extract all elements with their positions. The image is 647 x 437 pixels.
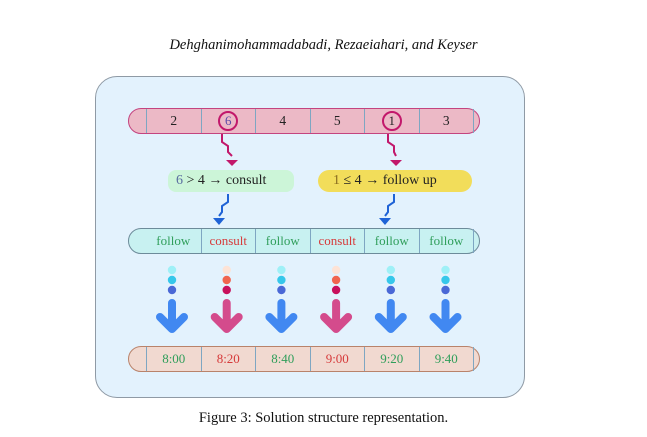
strip-right-cap [473, 229, 491, 253]
down-arrow-icon-follow [265, 265, 298, 333]
action-strip: follow consult follow consult follow fol… [128, 228, 480, 254]
arrow-shaft [320, 299, 353, 333]
rule-consult-box: 6 > 4 → consult [168, 170, 294, 192]
arrow-dot [222, 285, 231, 295]
time-value: 9:00 [325, 351, 349, 366]
order-value: 4 [279, 113, 287, 128]
arrow-dot [222, 265, 231, 275]
patient-order-strip: 2 6 4 5 1 3 [128, 108, 480, 134]
arrow-dot [277, 285, 286, 295]
highlight-circle: 6 [218, 111, 239, 131]
arrow-dot [277, 275, 286, 285]
strip-right-cap [473, 347, 491, 371]
time-value: 9:20 [380, 351, 404, 366]
action-cell: follow [418, 229, 474, 253]
triangle-down-icon [226, 160, 238, 166]
highlight-circle: 1 [381, 111, 402, 131]
strip-right-cap [473, 109, 491, 133]
arrow-dot [167, 265, 177, 275]
arrow-dot [167, 275, 177, 285]
arrow-dot [441, 265, 450, 275]
order-cell: 4 [255, 109, 310, 133]
arrow-dot [331, 265, 341, 275]
action-cell: follow [146, 229, 201, 253]
zigzag-connector-blue-2 [379, 194, 395, 225]
time-value: 8:20 [216, 351, 240, 366]
time-cell: 9:20 [364, 347, 419, 371]
arrow-dot [331, 285, 341, 295]
triangle-down-icon [390, 160, 402, 166]
arrow-shaft [210, 299, 243, 333]
rule-follow-up-box: 1 ≤ 4 → follow up [318, 170, 472, 192]
arrow-dot [386, 265, 395, 275]
triangle-down-icon [213, 218, 225, 225]
time-value: 9:40 [434, 351, 458, 366]
rule-op: ≤ 4 [343, 173, 362, 188]
arrow-dot [167, 285, 177, 295]
time-value: 8:00 [162, 351, 186, 366]
order-cell-highlighted: 6 [200, 109, 256, 133]
arrow-dot [222, 275, 231, 285]
triangle-down-icon [379, 218, 391, 225]
time-cell: 9:00 [309, 347, 365, 371]
time-value: 8:40 [271, 351, 295, 366]
time-cell: 8:40 [255, 347, 310, 371]
action-value: follow [156, 233, 191, 248]
order-cell: 5 [309, 109, 365, 133]
down-arrow-icon-follow [374, 265, 407, 333]
down-arrow-icon-follow [429, 265, 462, 333]
down-arrow-icon-consult [210, 265, 243, 333]
order-cell-highlighted: 1 [364, 109, 419, 133]
arrow-shaft [265, 299, 298, 333]
arrow-shaft [156, 299, 188, 333]
arrow-dot [386, 275, 395, 285]
action-value: consult [209, 233, 248, 248]
arrow-shaft [429, 299, 462, 333]
rule-arrow-icon: → [365, 173, 380, 188]
zigzag-connector-pink-2 [387, 134, 402, 166]
action-value: consult [318, 233, 357, 248]
rule-lhs: 1 [333, 173, 340, 188]
arrow-dot [441, 285, 450, 295]
action-cell: follow [255, 229, 310, 253]
arrow-shaft [374, 299, 407, 333]
down-arrow-icon-follow [156, 265, 188, 333]
rule-lhs: 6 [176, 173, 183, 188]
down-arrow-icon-consult [320, 265, 353, 333]
action-cell: follow [364, 229, 419, 253]
arrow-dot [277, 265, 286, 275]
figure-caption: Figure 3: Solution structure representat… [198, 410, 449, 426]
page-header-authors: Dehghanimohammadabadi, Rezaeiahari, and … [169, 37, 478, 53]
action-cell: consult [200, 229, 256, 253]
order-cell: 2 [146, 109, 201, 133]
time-slot-strip: 8:00 8:20 8:40 9:00 9:20 9:40 [128, 346, 480, 372]
rule-result: follow up [382, 173, 437, 188]
order-value: 5 [333, 113, 341, 128]
zigzag-connector-pink-1 [221, 134, 238, 166]
down-arrows-row [156, 265, 462, 333]
action-value: follow [429, 233, 464, 248]
zigzag-connector-blue-1 [213, 194, 229, 225]
order-value: 1 [388, 113, 396, 128]
time-cell: 8:20 [200, 347, 256, 371]
arrow-dot [386, 285, 395, 295]
order-value: 3 [442, 113, 450, 128]
rule-arrow-icon: → [208, 173, 223, 188]
time-cell: 9:40 [418, 347, 474, 371]
time-cell: 8:00 [146, 347, 201, 371]
action-value: follow [374, 233, 409, 248]
arrow-dot [441, 275, 450, 285]
action-value: follow [265, 233, 300, 248]
order-value: 2 [170, 113, 178, 128]
arrow-dot [331, 275, 341, 285]
action-cell: consult [309, 229, 365, 253]
order-value: 6 [225, 113, 232, 128]
rule-result: consult [225, 173, 267, 188]
order-cell: 3 [418, 109, 474, 133]
rule-op: > 4 [186, 173, 205, 188]
